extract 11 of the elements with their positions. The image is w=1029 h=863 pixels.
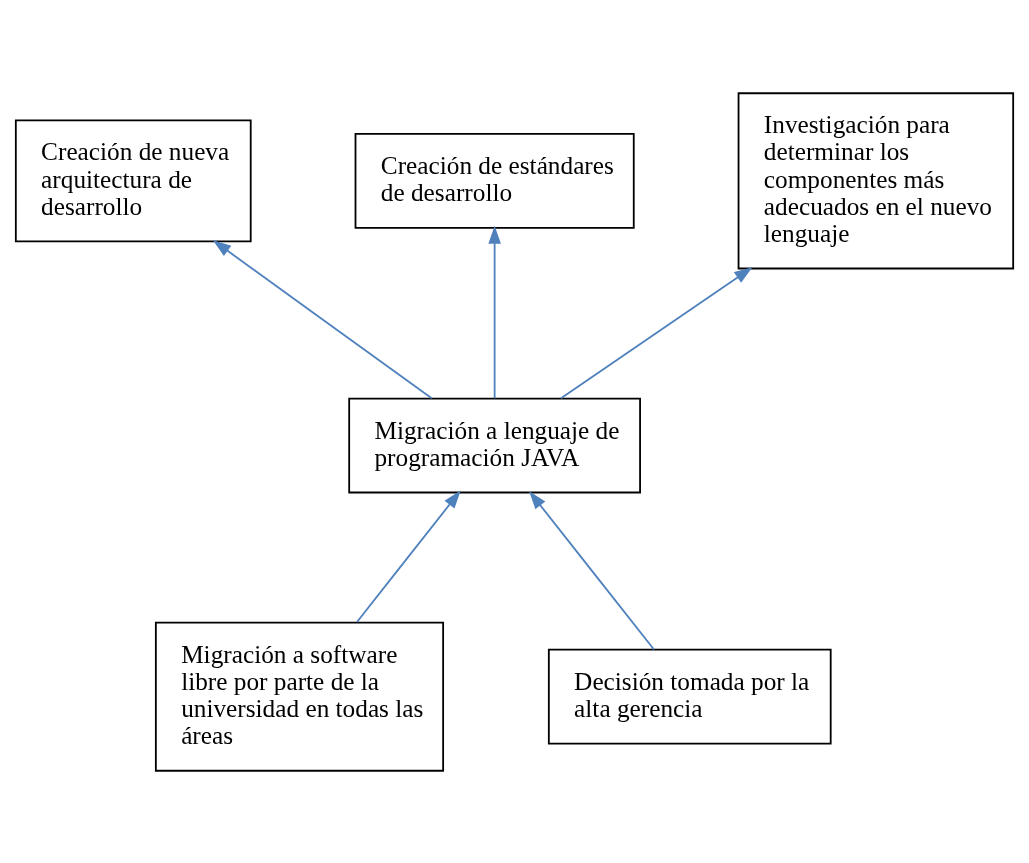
arrow bbox=[560, 266, 753, 399]
arrow bbox=[212, 239, 433, 399]
arrow bbox=[529, 490, 655, 650]
arrow bbox=[356, 489, 461, 623]
node-box: Migración a software libre por parte de la universidad en todas las áreas bbox=[154, 621, 445, 772]
arrow bbox=[488, 225, 501, 399]
node-box: Creación de nueva arquitectura de desarrollo bbox=[14, 118, 252, 242]
node-box: Migración a lenguaje de programación JAVA bbox=[348, 397, 641, 493]
node-box: Decisión tomada por la alta gerencia bbox=[547, 648, 832, 745]
node-box: Creación de estándares de desarrollo bbox=[354, 132, 635, 229]
node-box: Investigación para determinar los componentes más adecuados en el nuevo lenguaje bbox=[737, 91, 1015, 269]
